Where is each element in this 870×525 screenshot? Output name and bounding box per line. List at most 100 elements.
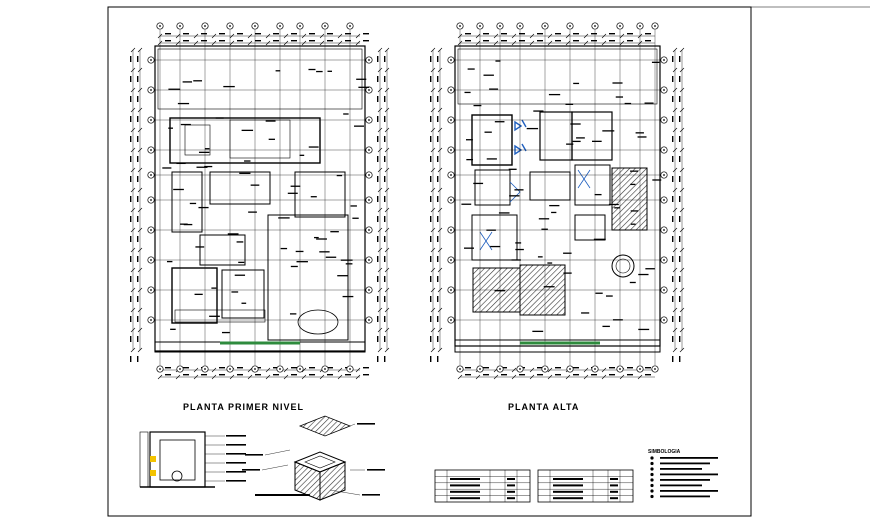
dimension-tick bbox=[437, 327, 443, 333]
dimension-text-mark bbox=[384, 276, 386, 282]
annotation-mark bbox=[637, 136, 647, 138]
dimension-text-mark bbox=[609, 367, 615, 369]
annotation-mark bbox=[638, 273, 649, 276]
annotation-mark bbox=[652, 179, 662, 181]
grid-bubble-dot bbox=[159, 368, 161, 370]
dimension-tick bbox=[430, 287, 436, 293]
grid-bubble-dot bbox=[663, 229, 665, 231]
dimension-tick bbox=[377, 267, 383, 273]
dimension-tick bbox=[384, 267, 390, 273]
dimension-text-mark bbox=[291, 33, 297, 35]
right-bath-b bbox=[474, 169, 511, 206]
dimension-text-mark bbox=[363, 33, 369, 35]
grid-bubble-dot bbox=[479, 368, 481, 370]
legend-text-mark bbox=[660, 462, 710, 465]
annotation-mark bbox=[182, 81, 193, 83]
dimension-tick bbox=[672, 327, 678, 333]
dimension-text-mark bbox=[672, 336, 674, 342]
annotation-mark bbox=[241, 129, 254, 132]
annotation-mark bbox=[287, 192, 298, 194]
grid-bubble-dot bbox=[279, 25, 281, 27]
legend-symbol bbox=[650, 456, 654, 460]
dimension-tick bbox=[137, 147, 143, 153]
dimension-text-mark bbox=[679, 196, 681, 202]
dimension-text-mark bbox=[384, 256, 386, 262]
dimension-tick bbox=[430, 247, 436, 253]
annotation-mark bbox=[563, 252, 572, 254]
dimension-tick bbox=[377, 87, 383, 93]
annotation-mark bbox=[509, 195, 520, 197]
dimension-text-mark bbox=[377, 156, 379, 162]
grid-bubble-dot bbox=[479, 25, 481, 27]
dimension-text-mark bbox=[437, 196, 439, 202]
dimension-tick bbox=[193, 374, 199, 380]
dimension-text-mark bbox=[501, 33, 507, 35]
dimension-tick bbox=[583, 33, 589, 39]
dimension-text-mark bbox=[377, 136, 379, 142]
dimension-tick bbox=[130, 287, 136, 293]
dimension-tick bbox=[511, 367, 517, 373]
dimension-text-mark bbox=[672, 356, 674, 362]
dimension-text-mark bbox=[309, 367, 315, 369]
dimension-text-mark bbox=[137, 96, 139, 102]
dimension-text-mark bbox=[573, 40, 579, 42]
dimension-tick bbox=[283, 33, 289, 39]
dimension-tick bbox=[619, 40, 625, 46]
dimension-tick bbox=[672, 167, 678, 173]
annotation-mark bbox=[238, 261, 245, 264]
dimension-text-mark bbox=[430, 176, 432, 182]
legend-text-mark bbox=[660, 490, 718, 492]
dimension-text-mark bbox=[430, 336, 432, 342]
dimension-tick bbox=[175, 33, 181, 39]
dimension-tick bbox=[130, 347, 136, 353]
dimension-text-mark bbox=[377, 176, 379, 182]
grid-bubble-dot bbox=[663, 89, 665, 91]
dimension-tick bbox=[672, 47, 678, 53]
annotation-mark bbox=[532, 330, 544, 333]
annotation-mark bbox=[608, 203, 619, 206]
schedule-table-right bbox=[537, 469, 634, 503]
dimension-text-mark bbox=[327, 374, 333, 376]
dimension-tick bbox=[377, 107, 383, 113]
dimension-tick bbox=[377, 187, 383, 193]
dimension-tick bbox=[679, 167, 685, 173]
dimension-tick bbox=[384, 47, 390, 53]
dimension-text-mark bbox=[609, 33, 615, 35]
fixture-icon bbox=[514, 119, 527, 132]
legend-text-mark bbox=[660, 495, 710, 498]
dimension-tick bbox=[384, 247, 390, 253]
dimension-tick bbox=[377, 307, 383, 313]
annotation-mark bbox=[325, 256, 337, 258]
dimension-text-mark bbox=[437, 56, 439, 62]
annotation-mark bbox=[495, 60, 501, 62]
dimension-tick bbox=[377, 147, 383, 153]
grid-bubble-dot bbox=[544, 25, 546, 27]
table-cell-mark bbox=[553, 490, 583, 493]
dimension-text-mark bbox=[183, 374, 189, 376]
iso-leaders bbox=[242, 423, 385, 496]
dimension-tick bbox=[437, 227, 443, 233]
grid-bubble-dot bbox=[368, 59, 370, 61]
grid-bubble-dot bbox=[368, 199, 370, 201]
dimension-tick bbox=[137, 307, 143, 313]
annotation-mark bbox=[358, 86, 370, 88]
dimension-tick bbox=[355, 40, 361, 46]
table-cell-mark bbox=[450, 484, 480, 487]
dimension-text-mark bbox=[377, 116, 379, 122]
dimension-text-mark bbox=[679, 156, 681, 162]
dimension-tick bbox=[355, 33, 361, 39]
dimension-text-mark bbox=[237, 367, 243, 369]
grid-bubble-dot bbox=[279, 368, 281, 370]
dimension-text-mark bbox=[137, 316, 139, 322]
dimension-tick bbox=[437, 347, 443, 353]
dimension-text-mark bbox=[137, 116, 139, 122]
dimension-text-mark bbox=[591, 40, 597, 42]
dimension-text-mark bbox=[130, 296, 132, 302]
annotation-mark bbox=[198, 151, 210, 153]
dimension-tick bbox=[619, 33, 625, 39]
dimension-text-mark bbox=[130, 236, 132, 242]
dimension-text-mark bbox=[130, 196, 132, 202]
dimension-tick bbox=[377, 347, 383, 353]
dimension-tick bbox=[430, 67, 436, 73]
dimension-text-mark bbox=[137, 216, 139, 222]
